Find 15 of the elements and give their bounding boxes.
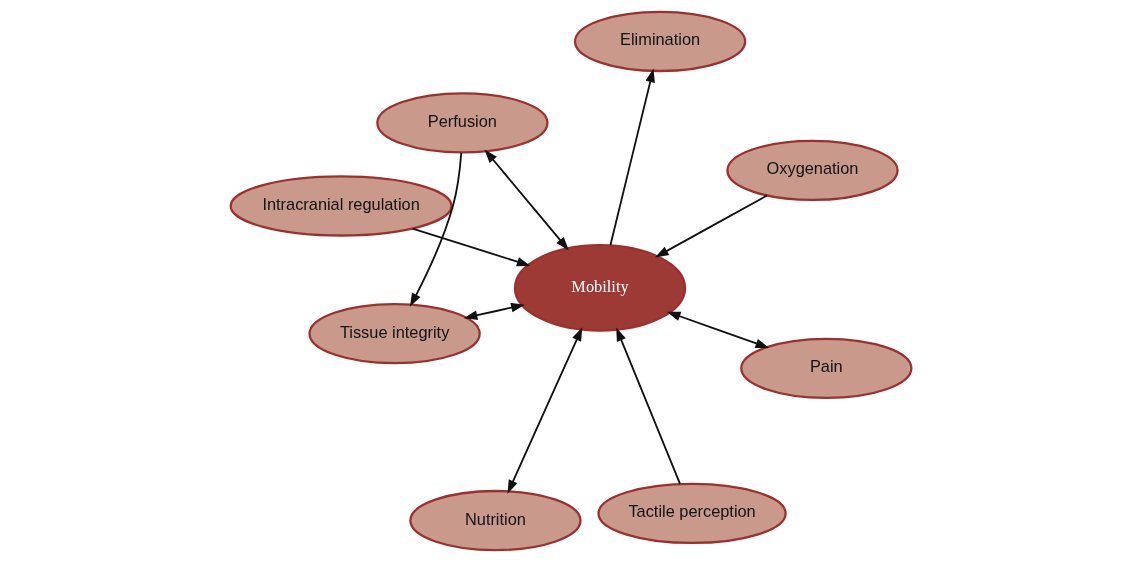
node-ellipse: Elimination (573, 10, 746, 73)
node-ellipse: Oxygenation (725, 139, 899, 202)
node-ellipse: Nutrition (408, 489, 582, 552)
node-ellipse: Tactile perception (596, 482, 787, 545)
arrow (411, 227, 531, 267)
arrow (507, 327, 582, 494)
arrow (654, 194, 768, 258)
arrow (615, 327, 681, 485)
arrow (409, 151, 462, 307)
arrow (666, 311, 769, 349)
arrow (609, 68, 655, 247)
arrow (463, 302, 525, 320)
node-ellipse: Perfusion (375, 92, 549, 154)
arrow (483, 149, 569, 251)
node-ellipse: Intracranial regulation (229, 175, 453, 237)
